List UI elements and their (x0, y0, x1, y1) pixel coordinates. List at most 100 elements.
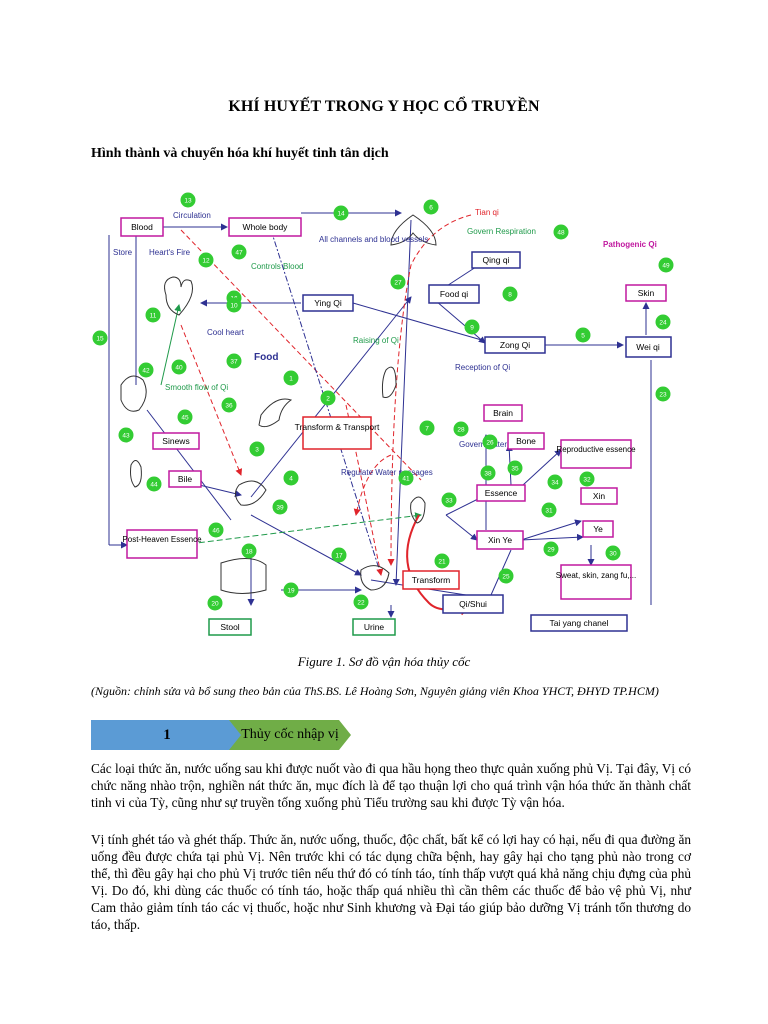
node-number: 23 (655, 386, 671, 402)
section-subtitle: Hình thành và chuyển hóa khí huyết tinh … (91, 146, 389, 161)
page-title: KHÍ HUYẾT TRONG Y HỌC CỔ TRUYỀN (228, 98, 540, 115)
node-number: 36 (221, 397, 237, 413)
svg-text:Transform & Transport: Transform & Transport (295, 422, 380, 432)
svg-text:Xin Ye: Xin Ye (488, 535, 512, 545)
node-number: 26 (482, 434, 498, 450)
svg-text:49: 49 (662, 263, 670, 270)
spleen-icon (381, 366, 397, 398)
svg-text:32: 32 (583, 477, 591, 484)
svg-text:47: 47 (235, 250, 243, 257)
svg-text:8: 8 (508, 292, 512, 299)
svg-text:42: 42 (142, 368, 150, 375)
svg-text:Qi/Shui: Qi/Shui (459, 599, 487, 609)
svg-text:Xin: Xin (593, 491, 606, 501)
svg-text:Skin: Skin (638, 288, 655, 298)
node-number: 40 (171, 359, 187, 375)
svg-text:31: 31 (545, 508, 553, 515)
svg-text:Bile: Bile (178, 474, 192, 484)
svg-text:Wei qi: Wei qi (636, 342, 660, 352)
diagram-figure: Blood Whole body Qing qi Skin Food qi Yi… (91, 185, 691, 645)
node-number: 24 (655, 314, 671, 330)
svg-text:30: 30 (609, 551, 617, 558)
svg-text:48: 48 (557, 230, 565, 237)
box-xin: Xin (580, 487, 618, 505)
svg-text:Circulation: Circulation (173, 211, 211, 220)
svg-text:5: 5 (581, 333, 585, 340)
liver-icon (120, 375, 147, 412)
box-xin-ye: Xin Ye (476, 530, 524, 550)
svg-text:36: 36 (225, 403, 233, 410)
figure-caption: Figure 1. Sơ đồ vận hóa thủy cốc (297, 654, 471, 669)
svg-text:6: 6 (429, 205, 433, 212)
node-number: 1 (283, 370, 299, 386)
box-essence: Essence (476, 484, 526, 502)
svg-text:10: 10 (230, 303, 238, 310)
box-skin: Skin (625, 284, 667, 302)
box-food-qi: Food qi (428, 284, 480, 304)
node-number: 28 (453, 421, 469, 437)
svg-text:Pathogenic Qi: Pathogenic Qi (603, 240, 657, 249)
node-number: 7 (419, 420, 435, 436)
svg-text:24: 24 (659, 320, 667, 327)
svg-text:Transform: Transform (412, 575, 450, 585)
svg-text:Reception of Qi: Reception of Qi (455, 363, 510, 372)
node-number: 20 (207, 595, 223, 611)
box-urine: Urine (352, 618, 396, 636)
svg-text:Stool: Stool (220, 622, 239, 632)
node-number: 18 (241, 543, 257, 559)
svg-text:45: 45 (181, 415, 189, 422)
node-number: 48 (553, 224, 569, 240)
box-bile: Bile (168, 470, 202, 488)
node-number: 10 (226, 297, 242, 313)
node-number: 11 (145, 307, 161, 323)
box-qing-qi: Qing qi (471, 251, 521, 269)
node-number: 47 (231, 244, 247, 260)
node-number: 2 (320, 390, 336, 406)
svg-text:37: 37 (230, 359, 238, 366)
node-number: 35 (507, 460, 523, 476)
svg-text:28: 28 (457, 427, 465, 434)
svg-text:All channels and blood vessels: All channels and blood vessels (319, 235, 428, 244)
box-bone: Bone (507, 432, 545, 450)
node-number: 8 (502, 286, 518, 302)
svg-text:3: 3 (255, 447, 259, 454)
box-brain: Brain (483, 404, 523, 422)
node-number: 49 (658, 257, 674, 273)
svg-text:Govern Respiration: Govern Respiration (467, 227, 536, 236)
paragraph-2: Vị tính ghét táo và ghét thấp. Thức ăn, … (91, 832, 691, 932)
node-number: 41 (398, 470, 414, 486)
box-post-heaven-essence: Post-Heaven Essence (122, 529, 202, 559)
svg-text:Tai yang chanel: Tai yang chanel (549, 618, 608, 628)
node-number: 43 (118, 427, 134, 443)
diagram-boxes: Blood Whole body Qing qi Skin Food qi Yi… (120, 217, 672, 636)
node-number: 30 (605, 545, 621, 561)
node-number: 27 (390, 274, 406, 290)
large-intestine-icon (220, 558, 267, 594)
box-stool: Stool (208, 618, 252, 636)
node-number: 21 (434, 553, 450, 569)
svg-text:2: 2 (326, 396, 330, 403)
svg-text:Blood: Blood (131, 222, 153, 232)
svg-text:15: 15 (96, 336, 104, 343)
node-number: 39 (272, 499, 288, 515)
box-transform-transport: Transform & Transport (295, 416, 380, 450)
node-number: 3 (249, 441, 265, 457)
figure-source: (Nguồn: chỉnh sửa và bổ sung theo bản củ… (91, 684, 659, 698)
svg-text:38: 38 (484, 471, 492, 478)
svg-text:44: 44 (150, 482, 158, 489)
svg-text:Whole body: Whole body (243, 222, 289, 232)
svg-text:9: 9 (470, 325, 474, 332)
organ-illustrations (120, 214, 437, 594)
box-ye: Ye (582, 520, 614, 538)
svg-text:Raising of Qi: Raising of Qi (353, 336, 399, 345)
svg-text:11: 11 (150, 313, 157, 320)
svg-text:Qing qi: Qing qi (483, 255, 510, 265)
node-number: 19 (283, 582, 299, 598)
svg-text:14: 14 (337, 211, 345, 218)
svg-text:27: 27 (394, 280, 402, 287)
node-number: 6 (423, 199, 439, 215)
svg-text:23: 23 (659, 392, 667, 399)
svg-text:Zong Qi: Zong Qi (500, 340, 530, 350)
svg-text:34: 34 (551, 480, 559, 487)
svg-text:Ye: Ye (593, 524, 603, 534)
